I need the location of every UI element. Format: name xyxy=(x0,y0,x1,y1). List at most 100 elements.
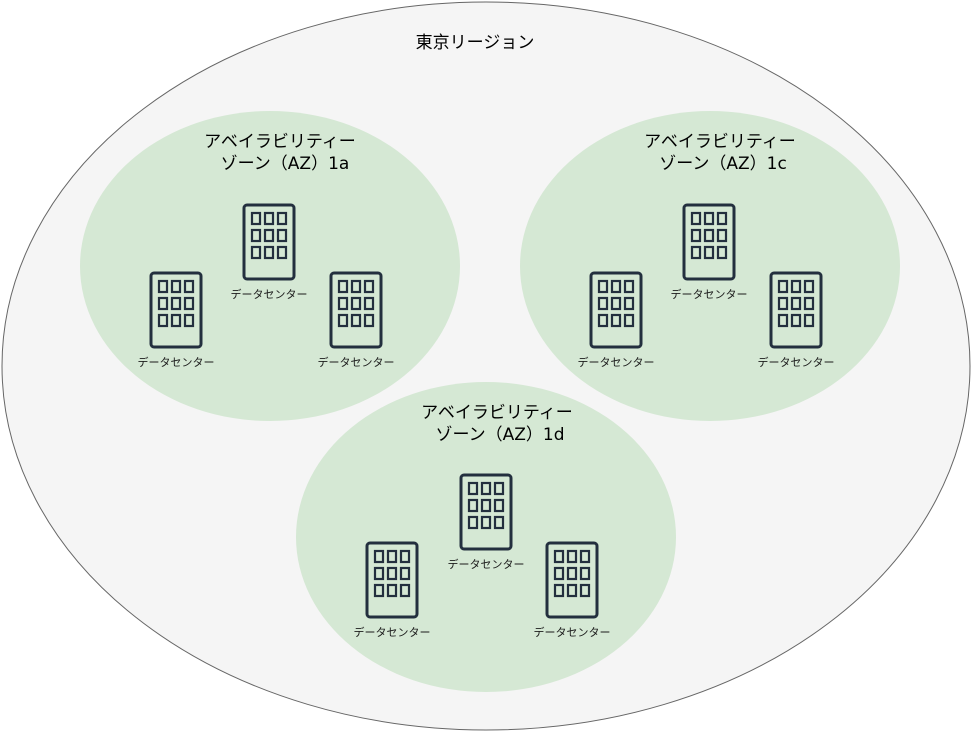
building-icon xyxy=(149,271,203,349)
window xyxy=(623,279,635,294)
region-label: 東京リージョン xyxy=(416,33,535,53)
window xyxy=(170,296,182,311)
window xyxy=(597,313,609,328)
window xyxy=(553,566,565,581)
window xyxy=(276,211,288,226)
building-icon xyxy=(329,271,383,349)
window xyxy=(157,296,169,311)
building-icon xyxy=(459,473,513,551)
window xyxy=(703,228,715,243)
datacenter-label: データセンター xyxy=(354,625,431,639)
window xyxy=(183,296,195,311)
building-icon xyxy=(769,271,823,349)
building-icon xyxy=(545,541,599,619)
window xyxy=(597,296,609,311)
window xyxy=(703,245,715,260)
window xyxy=(493,515,505,530)
window xyxy=(623,296,635,311)
window xyxy=(467,515,479,530)
window xyxy=(157,279,169,294)
window xyxy=(337,313,349,328)
building-icon xyxy=(365,541,419,619)
window xyxy=(399,549,411,564)
window xyxy=(170,279,182,294)
zone-1a-title-line1: アベイラビリティー xyxy=(204,132,356,152)
window xyxy=(263,228,275,243)
zone-1d-title-line1: アベイラビリティー xyxy=(421,403,573,423)
window xyxy=(690,211,702,226)
window xyxy=(623,313,635,328)
datacenter: データセンター xyxy=(578,271,655,369)
datacenter: データセンター xyxy=(318,271,395,369)
window xyxy=(716,211,728,226)
datacenter: データセンター xyxy=(138,271,215,369)
window xyxy=(553,583,565,598)
window xyxy=(777,296,789,311)
datacenter-label: データセンター xyxy=(318,355,395,369)
window xyxy=(363,313,375,328)
window xyxy=(386,566,398,581)
window xyxy=(399,566,411,581)
window xyxy=(790,313,802,328)
window xyxy=(276,245,288,260)
window xyxy=(480,498,492,513)
window xyxy=(250,228,262,243)
window xyxy=(716,228,728,243)
window xyxy=(170,313,182,328)
window xyxy=(610,296,622,311)
datacenter-label: データセンター xyxy=(578,355,655,369)
zone-1d: アベイラビリティー ゾーン（AZ）1d データセンター データセンター データセ… xyxy=(296,382,676,692)
window xyxy=(350,313,362,328)
window xyxy=(566,583,578,598)
window xyxy=(373,549,385,564)
window xyxy=(716,245,728,260)
window xyxy=(386,583,398,598)
window xyxy=(579,583,591,598)
window xyxy=(690,228,702,243)
zone-1d-ellipse xyxy=(296,382,676,692)
window xyxy=(690,245,702,260)
datacenter: データセンター xyxy=(758,271,835,369)
window xyxy=(350,296,362,311)
window xyxy=(276,228,288,243)
window xyxy=(373,566,385,581)
datacenter: データセンター xyxy=(448,473,525,571)
datacenter: データセンター xyxy=(231,203,308,301)
window xyxy=(183,313,195,328)
window xyxy=(493,481,505,496)
datacenter: データセンター xyxy=(671,203,748,301)
zone-1c-title-line2: ゾーン（AZ）1c xyxy=(659,154,787,174)
window xyxy=(566,549,578,564)
window xyxy=(263,211,275,226)
window xyxy=(777,279,789,294)
window xyxy=(467,498,479,513)
zone-1a-ellipse xyxy=(80,111,460,421)
datacenter: データセンター xyxy=(534,541,611,639)
window xyxy=(803,279,815,294)
window xyxy=(386,549,398,564)
window xyxy=(183,279,195,294)
window xyxy=(480,481,492,496)
building-icon xyxy=(242,203,296,281)
datacenter-label: データセンター xyxy=(448,557,525,571)
window xyxy=(480,515,492,530)
window xyxy=(803,313,815,328)
window xyxy=(579,566,591,581)
window xyxy=(493,498,505,513)
window xyxy=(610,279,622,294)
window xyxy=(363,296,375,311)
window xyxy=(803,296,815,311)
zone-1a-title-line2: ゾーン（AZ）1a xyxy=(221,154,350,174)
building-icon xyxy=(682,203,736,281)
window xyxy=(790,279,802,294)
window xyxy=(579,549,591,564)
window xyxy=(790,296,802,311)
zone-1c-title-line1: アベイラビリティー xyxy=(644,132,796,152)
window xyxy=(597,279,609,294)
window xyxy=(250,245,262,260)
window xyxy=(350,279,362,294)
zone-1a: アベイラビリティー ゾーン（AZ）1a データセンター データセンター データセ… xyxy=(80,111,460,421)
window xyxy=(777,313,789,328)
window xyxy=(263,245,275,260)
